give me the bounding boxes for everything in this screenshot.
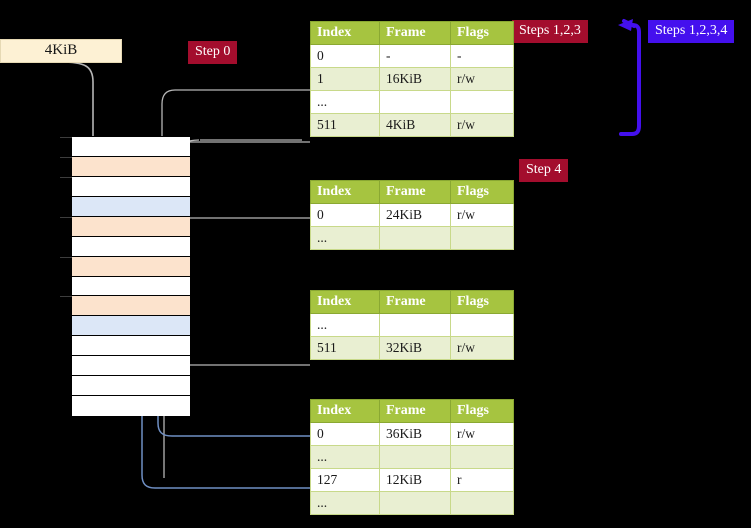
- table-cell: ...: [310, 491, 380, 515]
- badge-steps-1234-text: Steps 1,2,3,4: [655, 23, 728, 38]
- table-cell: ...: [310, 445, 380, 469]
- memory-frame-row: [72, 276, 190, 297]
- memory-frame-tick: [60, 216, 72, 218]
- memory-frame-tick: [60, 256, 72, 258]
- table-cell: 24KiB: [379, 203, 451, 227]
- pd-table-header-index: Index: [310, 290, 380, 314]
- table-cell: [379, 90, 451, 114]
- table-row: ...: [310, 445, 514, 469]
- table-cell: 36KiB: [379, 422, 451, 446]
- badge-steps-1234: Steps 1,2,3,4: [648, 20, 735, 43]
- table-cell: 511: [310, 336, 380, 360]
- memory-frame-row: [72, 396, 190, 416]
- pt-table-header-index: Index: [310, 399, 380, 423]
- table-cell: [379, 491, 451, 515]
- pt-table-header-frame: Frame: [379, 399, 451, 423]
- table-cell: -: [379, 44, 451, 68]
- memory-frame-row: [72, 336, 190, 357]
- frame-size-text: 4KiB: [44, 42, 78, 58]
- badge-step0: Step 0: [188, 41, 238, 64]
- pml4-table-header-flags: Flags: [450, 21, 514, 45]
- table-row: 0--: [310, 44, 514, 68]
- table-cell: [450, 313, 514, 337]
- table-cell: [450, 445, 514, 469]
- table-cell: 0: [310, 422, 380, 446]
- memory-frame-tick: [60, 176, 72, 178]
- table-cell: r/w: [450, 113, 514, 137]
- table-cell: [450, 226, 514, 250]
- memory-frame-tick: [60, 137, 72, 138]
- pd-table-header-flags: Flags: [450, 290, 514, 314]
- purple-bracket: [619, 23, 641, 136]
- table-cell: 511: [310, 113, 380, 137]
- physical-memory-column: [60, 136, 190, 416]
- wire-pd-line: [173, 268, 310, 366]
- table-cell: 4KiB: [379, 113, 451, 137]
- memory-frame-row: [60, 216, 190, 237]
- purple-arrowhead-line: [622, 19, 636, 28]
- table-cell: r/w: [450, 203, 514, 227]
- table-row: ...: [310, 491, 514, 515]
- badge-steps-123: Steps 1,2,3: [512, 20, 588, 43]
- memory-frame-row: [60, 156, 190, 177]
- purple-arrowhead: [618, 19, 633, 31]
- badge-step0-text: Step 0: [195, 44, 231, 59]
- table-cell: 0: [310, 44, 380, 68]
- memory-frame-row: [72, 196, 190, 217]
- table-cell: ...: [310, 226, 380, 250]
- table-row: ...: [310, 226, 514, 250]
- table-cell: 1: [310, 67, 380, 91]
- table-cell: ...: [310, 313, 380, 337]
- memory-frame-row: [72, 316, 190, 337]
- pml4-table-header-frame: Frame: [379, 21, 451, 45]
- table-cell: 127: [310, 468, 380, 492]
- frame-size-label: 4KiB: [0, 39, 122, 63]
- memory-frame-row: [60, 176, 190, 197]
- table-cell: r/w: [450, 336, 514, 360]
- memory-frame-row: [72, 376, 190, 397]
- table-cell: r/w: [450, 422, 514, 446]
- table-cell: r/w: [450, 67, 514, 91]
- memory-frame-row: [72, 236, 190, 257]
- memory-frame-row: [60, 137, 190, 157]
- table-cell: [379, 226, 451, 250]
- table-cell: 16KiB: [379, 67, 451, 91]
- table-cell: [450, 90, 514, 114]
- memory-frame-tick: [60, 296, 72, 298]
- memory-frame-row: [72, 356, 190, 377]
- table-cell: -: [450, 44, 514, 68]
- pml4-table-header-index: Index: [310, 21, 380, 45]
- pt-table-header-flags: Flags: [450, 399, 514, 423]
- table-cell: [379, 313, 451, 337]
- memory-frame-tick: [60, 156, 72, 158]
- badge-step4: Step 4: [519, 159, 569, 182]
- pdpt-table-header-frame: Frame: [379, 180, 451, 204]
- pdpt-table-header-flags: Flags: [450, 180, 514, 204]
- table-cell: [450, 491, 514, 515]
- table-row: ...: [310, 90, 514, 114]
- table-cell: ...: [310, 90, 380, 114]
- memory-frame-row: [60, 296, 190, 317]
- table-cell: r: [450, 468, 514, 492]
- table-cell: 32KiB: [379, 336, 451, 360]
- table-cell: [379, 445, 451, 469]
- table-cell: 0: [310, 203, 380, 227]
- pdpt-table-header-index: Index: [310, 180, 380, 204]
- table-row: ...: [310, 313, 514, 337]
- badge-steps-123-text: Steps 1,2,3: [519, 23, 581, 38]
- badge-step4-text: Step 4: [526, 162, 562, 177]
- pd-table-header-frame: Frame: [379, 290, 451, 314]
- memory-frame-row: [60, 256, 190, 277]
- table-cell: 12KiB: [379, 468, 451, 492]
